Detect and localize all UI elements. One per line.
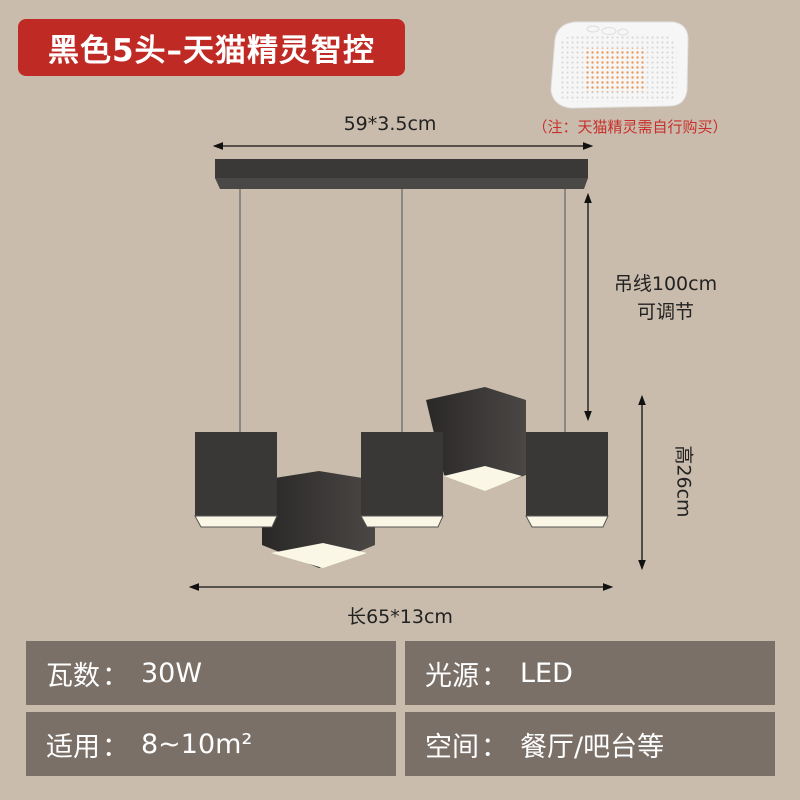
cable-length: 吊线100cm — [613, 273, 718, 295]
lamp-head — [426, 387, 526, 491]
spec-value: 30W — [141, 657, 203, 689]
lamp-head — [525, 432, 609, 528]
spec-value: 餐厅/吧台等 — [520, 731, 665, 763]
canopy-dimension: 59*3.5cm — [343, 113, 437, 135]
spec-area: 适用：8~10m² — [26, 712, 396, 776]
spec-label: 空间 — [425, 731, 479, 763]
length-dimension: 长65*13cm — [347, 606, 453, 628]
spec-label: 光源 — [425, 660, 479, 692]
spec-space: 空间：餐厅/吧台等 — [405, 712, 775, 776]
spec-value: 8~10m² — [141, 728, 253, 760]
purchase-note: （注：天猫精灵需自行购买） — [532, 118, 728, 136]
product-title: 黑色5头–天猫精灵智控 — [47, 33, 376, 69]
lamp-head — [360, 432, 444, 528]
lamp-diagram — [188, 142, 646, 591]
lamp-head — [194, 432, 278, 528]
product-title-badge: 黑色5头–天猫精灵智控 — [18, 19, 405, 76]
cable-adjustable: 可调节 — [636, 301, 694, 323]
spec-wattage: 瓦数：30W — [26, 641, 396, 705]
lamp-head — [262, 471, 375, 568]
spec-label: 适用 — [46, 731, 100, 763]
smart-speaker-icon — [545, 10, 695, 110]
spec-label: 瓦数 — [46, 660, 100, 692]
spec-value: LED — [520, 657, 573, 689]
height-dimension: 高26cm — [672, 445, 695, 518]
cable-dimension: 吊线100cm 可调节 — [598, 270, 733, 326]
ceiling-canopy — [215, 159, 588, 189]
spec-light-source: 光源：LED — [405, 641, 775, 705]
